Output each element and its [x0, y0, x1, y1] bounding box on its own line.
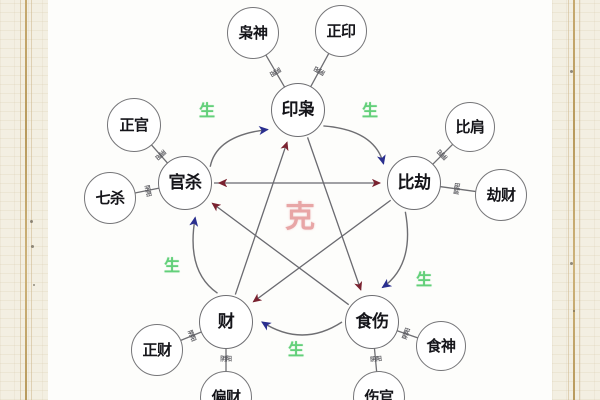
main-node-bi_jie[interactable]: 比劫	[387, 156, 441, 210]
satellite-link-label: 阴阳	[142, 184, 153, 197]
scroll-border-left	[0, 0, 48, 400]
satellite-node-zheng_guan[interactable]: 正官	[107, 98, 161, 152]
scroll-texture-right	[552, 0, 600, 400]
paper-speck-3	[33, 284, 35, 286]
scroll-hairline-left-outer	[20, 0, 21, 400]
scroll-gold-rule-left	[25, 0, 27, 400]
satellite-node-jie_cai[interactable]: 劫财	[475, 169, 527, 221]
satellite-link-label: 阴阳	[220, 356, 232, 363]
satellite-link-label: 阴阳	[369, 355, 382, 364]
scroll-texture-left	[0, 0, 48, 400]
scroll-border-right	[552, 0, 600, 400]
satellite-node-zheng_cai[interactable]: 正财	[131, 324, 183, 376]
paper-speck-6	[573, 310, 575, 312]
satellite-node-shi_shen[interactable]: 食神	[416, 321, 466, 371]
sheng-label-4: 生	[287, 340, 305, 359]
ke-cycle-group	[211, 137, 392, 306]
sheng-label-3: 生	[415, 270, 433, 289]
paper-speck-4	[570, 70, 573, 73]
satellite-node-xiao_shen[interactable]: 枭神	[227, 7, 279, 59]
main-node-yin_xiao[interactable]: 印枭	[271, 83, 325, 137]
paper-speck-5	[570, 262, 573, 265]
main-node-shi_shang[interactable]: 食伤	[345, 295, 399, 349]
satellite-node-bi_jian[interactable]: 比肩	[445, 102, 495, 152]
satellite-node-qi_sha[interactable]: 七杀	[84, 172, 136, 224]
main-node-guan_sha[interactable]: 官杀	[158, 156, 212, 210]
scroll-gold-rule-right	[573, 0, 575, 400]
paper-speck-2	[31, 245, 34, 248]
scroll-hairline-right-outer	[579, 0, 580, 400]
paper-speck-1	[30, 220, 33, 223]
sheng-cycle-group	[189, 125, 409, 336]
sheng-label-5: 生	[163, 256, 181, 275]
sheng-label-1: 生	[198, 101, 216, 120]
scroll-hairline-right-inner	[568, 0, 569, 400]
satellite-node-zheng_yin[interactable]: 正印	[315, 5, 367, 57]
satellite-link-group	[134, 53, 476, 372]
scroll-hairline-left-inner	[31, 0, 32, 400]
main-node-cai[interactable]: 财	[199, 295, 253, 349]
ke-center-label: 克	[285, 200, 315, 235]
sheng-label-2: 生	[361, 101, 379, 120]
